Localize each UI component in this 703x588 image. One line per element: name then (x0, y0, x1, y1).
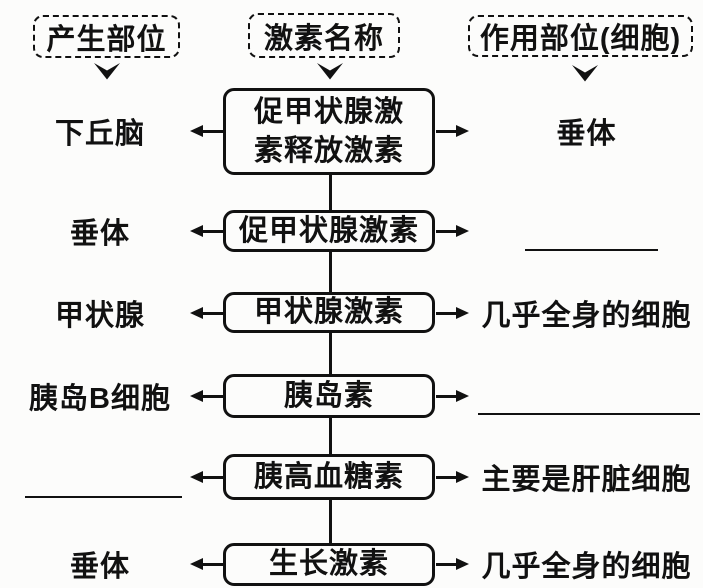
left-arrow-icon (190, 307, 223, 319)
blank-underline (478, 413, 700, 415)
arrowhead (456, 558, 469, 570)
header-production-site: 产生部位 (33, 15, 180, 58)
target-label: 垂体 (470, 110, 703, 152)
box-glucagon: 胰高血糖素 (223, 454, 435, 500)
target-text: 垂体 (556, 118, 617, 150)
target-label: 几乎全身的细胞 (470, 292, 703, 334)
header-hormone-name-label: 激素名称 (263, 22, 384, 55)
hormone-text: 胰岛素 (283, 379, 374, 412)
connector-line (329, 175, 332, 210)
right-arrow-icon (436, 558, 469, 570)
arrowhead (190, 225, 203, 237)
target-label: 几乎全身的细胞 (470, 543, 703, 585)
right-arrow-icon (436, 307, 469, 319)
box-insulin: 胰岛素 (223, 374, 435, 418)
hormone-text: 生长激素 (268, 548, 389, 580)
target-text: 几乎全身的细胞 (481, 300, 692, 332)
connector-line (329, 500, 332, 543)
blank-underline (525, 249, 658, 251)
header-target-site: 作用部位(细胞) (468, 15, 693, 57)
source-text: 垂体 (69, 218, 130, 250)
down-arrow-icon (93, 62, 121, 80)
right-arrow-icon (436, 390, 469, 402)
blank-underline (25, 496, 182, 498)
target-text: 主要是肝脏细胞 (481, 464, 692, 496)
hormone-text: 促甲状腺激 素释放激素 (253, 95, 404, 167)
connector-line (329, 252, 332, 292)
down-arrow-icon (571, 64, 599, 82)
box-trh: 促甲状腺激 素释放激素 (223, 88, 435, 175)
header-production-site-label: 产生部位 (46, 23, 167, 56)
connector-line (329, 418, 332, 454)
left-arrow-icon (190, 390, 223, 402)
source-label: 垂体 (0, 210, 200, 252)
right-arrow-icon (436, 125, 469, 137)
source-text: 胰岛B细胞 (29, 383, 171, 415)
arrowhead (190, 307, 203, 319)
arrowhead (190, 125, 203, 137)
right-arrow-icon (436, 225, 469, 237)
down-arrow-icon (316, 62, 344, 80)
arrowhead (190, 558, 203, 570)
source-text: 垂体 (69, 551, 130, 583)
header-hormone-name: 激素名称 (248, 13, 400, 58)
arrowhead (190, 390, 203, 402)
arrowhead (190, 471, 203, 483)
arrowhead (456, 471, 469, 483)
left-arrow-icon (190, 471, 223, 483)
connector-line (329, 333, 332, 374)
left-arrow-icon (190, 225, 223, 237)
arrowhead (456, 125, 469, 137)
left-arrow-icon (190, 125, 223, 137)
source-label: 下丘脑 (0, 110, 200, 152)
source-label: 垂体 (0, 543, 200, 585)
source-text: 甲状腺 (54, 300, 145, 332)
hormone-text: 促甲状腺激素 (238, 214, 419, 247)
header-target-site-label: 作用部位(细胞) (479, 23, 682, 55)
right-arrow-icon (436, 471, 469, 483)
hormone-text: 胰高血糖素 (253, 460, 404, 493)
source-label: 胰岛B细胞 (0, 375, 200, 417)
source-label: 甲状腺 (0, 292, 200, 334)
target-label: 主要是肝脏细胞 (470, 456, 703, 498)
box-thyroid-hormone: 甲状腺激素 (223, 292, 435, 333)
source-text: 下丘脑 (54, 118, 145, 150)
box-growth-hormone: 生长激素 (223, 543, 435, 586)
arrowhead (456, 225, 469, 237)
arrowhead (456, 307, 469, 319)
target-text: 几乎全身的细胞 (481, 551, 692, 583)
box-tsh: 促甲状腺激素 (223, 210, 435, 252)
hormone-text: 甲状腺激素 (253, 296, 404, 328)
arrowhead (456, 390, 469, 402)
left-arrow-icon (190, 558, 223, 570)
